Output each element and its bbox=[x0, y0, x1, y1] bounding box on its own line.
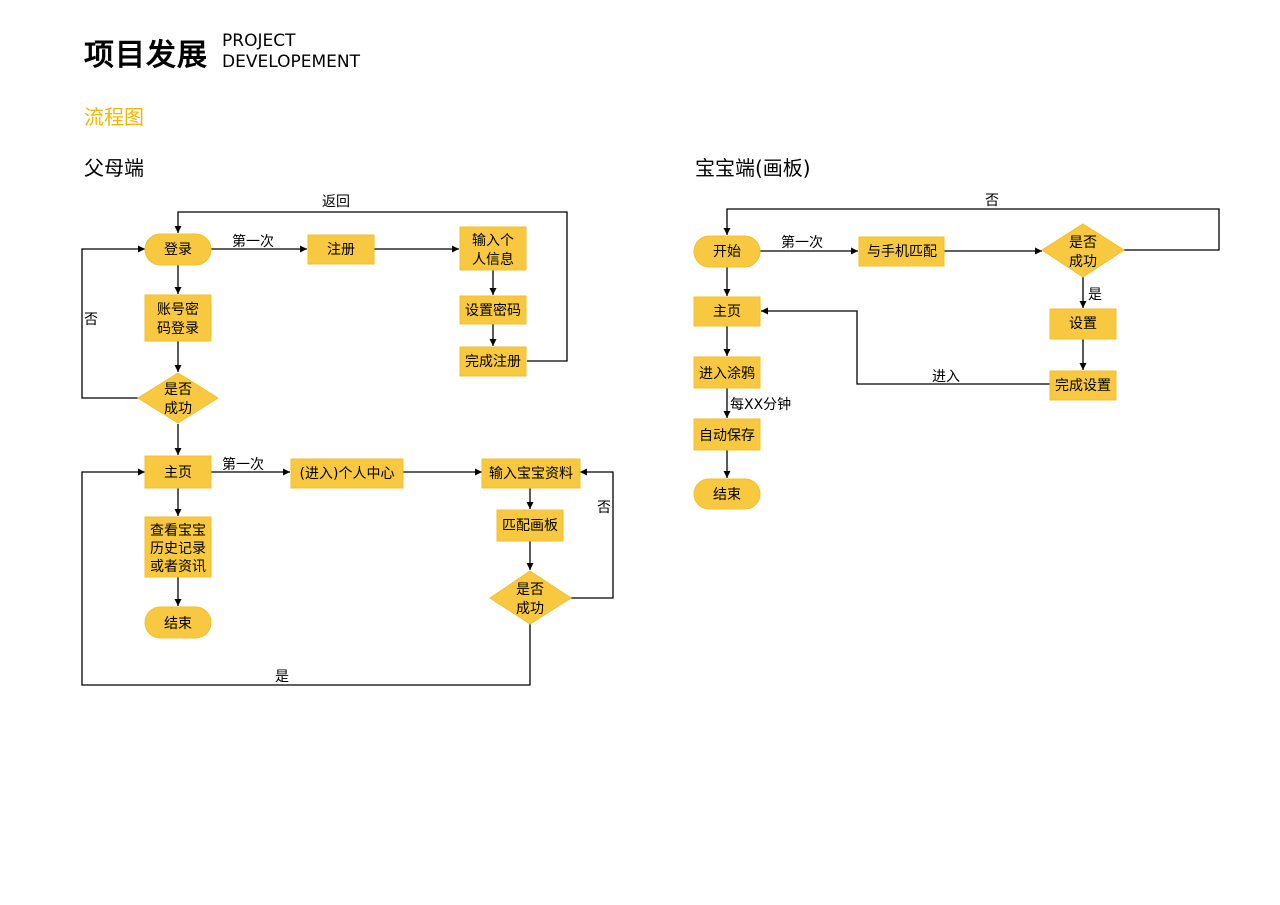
label-personal-center: (进入)个人中心 bbox=[300, 466, 395, 482]
label-baby-end: 结束 bbox=[713, 487, 741, 503]
node-baby-home bbox=[693, 296, 761, 327]
label-input-baby: 输入宝宝资料 bbox=[489, 466, 573, 482]
node-settings bbox=[1049, 308, 1117, 340]
edge-success1-no bbox=[81, 245, 145, 399]
label-start: 开始 bbox=[713, 244, 741, 260]
label-settings: 设置 bbox=[1069, 316, 1097, 332]
node-baby-end bbox=[693, 478, 761, 510]
label-end: 结束 bbox=[164, 616, 192, 632]
edge-label-enter: 进入 bbox=[932, 369, 960, 385]
node-success-2 bbox=[489, 570, 572, 625]
label-enter-doodle: 进入涂鸦 bbox=[699, 365, 755, 382]
label-complete-register: 完成注册 bbox=[465, 354, 521, 370]
parent-flow-title: 父母端 bbox=[84, 156, 144, 180]
section-title: 流程图 bbox=[84, 105, 144, 129]
page-subtitle: PROJECT DEVELOPEMENT bbox=[222, 31, 360, 73]
node-match-phone bbox=[858, 236, 945, 267]
subtitle-line-2: DEVELOPEMENT bbox=[222, 52, 360, 72]
edge-success2-no bbox=[571, 468, 614, 599]
label-baby-home: 主页 bbox=[713, 304, 741, 320]
page-title: 项目发展 bbox=[84, 38, 208, 73]
subtitle-line-1: PROJECT bbox=[222, 31, 296, 51]
node-start bbox=[693, 235, 761, 268]
node-auto-save bbox=[693, 418, 761, 451]
label-register: 注册 bbox=[327, 242, 355, 258]
edge-label-every-xx: 每XX分钟 bbox=[730, 396, 791, 413]
label-account-login-1: 账号密 bbox=[157, 301, 199, 318]
baby-flow-connectors bbox=[723, 208, 1220, 478]
node-input-baby bbox=[481, 458, 581, 489]
edge-success-no bbox=[723, 208, 1220, 251]
label-account-login-2: 码登录 bbox=[157, 321, 199, 337]
node-account-login bbox=[144, 294, 212, 342]
node-home bbox=[144, 455, 212, 489]
edge-success2-yes bbox=[81, 468, 531, 686]
label-success1-2: 成功 bbox=[164, 401, 192, 417]
node-personal-center bbox=[290, 458, 404, 489]
node-input-info bbox=[459, 226, 527, 271]
label-complete-settings: 完成设置 bbox=[1055, 378, 1111, 394]
label-input-info-1: 输入个 bbox=[472, 233, 514, 249]
label-set-password: 设置密码 bbox=[465, 302, 521, 319]
edge-label-first-time-1: 第一次 bbox=[232, 233, 274, 250]
edge-label-no: 否 bbox=[985, 193, 999, 209]
node-success-1 bbox=[137, 372, 219, 424]
node-view-history bbox=[144, 516, 212, 578]
node-success bbox=[1041, 223, 1125, 278]
baby-flow-title: 宝宝端(画板) bbox=[695, 156, 811, 180]
node-enter-doodle bbox=[693, 356, 761, 389]
node-set-password bbox=[459, 295, 527, 325]
label-history-2: 历史记录 bbox=[150, 541, 206, 557]
edge-label-yes: 是 bbox=[1088, 287, 1102, 303]
node-login bbox=[144, 233, 212, 266]
label-auto-save: 自动保存 bbox=[699, 428, 755, 444]
node-register bbox=[307, 234, 375, 265]
edge-label-first-time-2: 第一次 bbox=[222, 456, 264, 473]
label-home: 主页 bbox=[164, 465, 192, 481]
label-match-board: 匹配画板 bbox=[502, 518, 558, 534]
label-success2-2: 成功 bbox=[516, 601, 544, 617]
node-complete-settings bbox=[1049, 370, 1117, 401]
label-input-info-2: 人信息 bbox=[472, 251, 514, 268]
edge-label-yes: 是 bbox=[275, 669, 289, 685]
edge-label-no-1: 否 bbox=[84, 312, 98, 328]
label-success-2: 成功 bbox=[1069, 254, 1097, 270]
parent-flow-connectors bbox=[81, 211, 614, 686]
edge-label-back: 返回 bbox=[322, 194, 350, 210]
label-success-1: 是否 bbox=[1069, 235, 1097, 251]
label-success1-1: 是否 bbox=[164, 382, 192, 398]
node-match-board bbox=[496, 509, 564, 542]
label-history-3: 或者资讯 bbox=[150, 559, 206, 575]
node-complete-register bbox=[459, 346, 527, 377]
label-match-phone: 与手机匹配 bbox=[867, 244, 937, 260]
label-success2-1: 是否 bbox=[516, 582, 544, 598]
node-end bbox=[144, 606, 212, 639]
edge-label-first-time: 第一次 bbox=[781, 234, 823, 251]
edge-back-to-login bbox=[174, 211, 568, 362]
label-login: 登录 bbox=[164, 242, 192, 258]
label-history-1: 查看宝宝 bbox=[150, 523, 206, 539]
edge-complete-home bbox=[761, 307, 1050, 385]
edge-label-no-2: 否 bbox=[597, 500, 611, 516]
